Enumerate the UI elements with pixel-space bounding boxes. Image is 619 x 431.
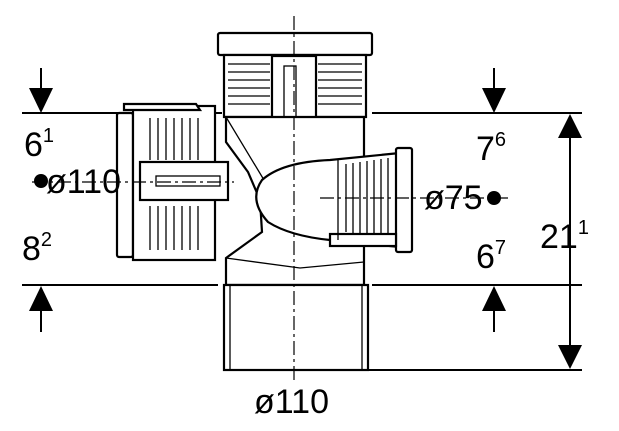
diameter-bottom-outlet: ø110 xyxy=(254,383,329,421)
diameter-left-branch: ø110 xyxy=(46,163,121,201)
dim-right-top: 76 xyxy=(476,129,506,168)
dimension-arrow-down-icon xyxy=(558,345,582,369)
arrow-down-icon xyxy=(29,88,53,113)
dim-right-bottom: 67 xyxy=(476,237,506,276)
centre-marker-left xyxy=(34,174,48,188)
centre-lines xyxy=(32,16,508,380)
reference-arrows xyxy=(29,68,506,332)
arrow-up-icon xyxy=(482,286,506,311)
arrow-down-icon xyxy=(482,88,506,113)
dimension-arrow-up-icon xyxy=(558,114,582,138)
left-branch-socket xyxy=(115,102,230,262)
dim-left-top: 61 xyxy=(24,125,54,164)
centre-marker-right xyxy=(487,191,501,205)
right-branch-socket xyxy=(255,146,414,254)
dim-left-bottom: 82 xyxy=(22,229,52,268)
dim-overall-height: 211 xyxy=(540,217,589,256)
overall-height-dimension xyxy=(558,114,582,369)
diameter-right-branch: ø75 xyxy=(424,179,483,217)
arrow-up-icon xyxy=(29,286,53,311)
